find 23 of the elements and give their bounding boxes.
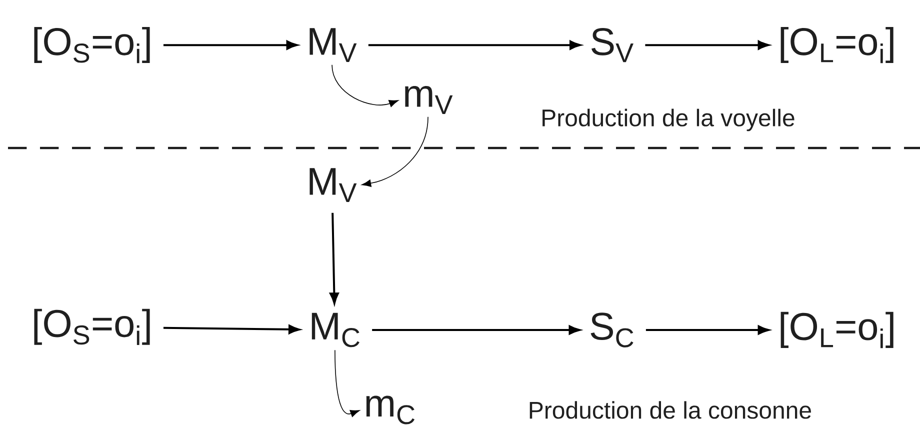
symbol-label: M$_{V}$ [310, 28, 357, 62]
symbol-label: [O$_{S}$=o$_{i}$] [34, 27, 150, 64]
curved-arrow [334, 350, 360, 418]
symbol-label: m$_{V}$ [405, 86, 453, 114]
symbol-label: S$_{C}$ [590, 312, 634, 348]
symbol-label: M$_{V}$ [310, 168, 357, 202]
curved-arrow [332, 64, 398, 108]
symbol-label: [O$_{L}$=o$_{i}$] [780, 312, 894, 348]
symbol-label: S$_{V}$ [592, 28, 634, 62]
symbol-label: m$_{C}$ [366, 396, 415, 424]
symbol-label: [O$_{L}$=o$_{i}$] [780, 27, 894, 64]
curved-arrow [362, 116, 428, 187]
arrow [368, 40, 581, 50]
symbol-label: M$_{C}$ [312, 312, 360, 348]
arrow [330, 212, 339, 304]
arrow [646, 325, 770, 335]
caption-text: Production de la voyelle [542, 108, 794, 132]
caption-text: Production de la consonne [530, 401, 811, 419]
arrow [163, 40, 298, 50]
arrow [163, 324, 300, 334]
arrow [372, 325, 580, 335]
arrow [645, 40, 770, 50]
symbol-label: [O$_{S}$=o$_{i}$] [34, 308, 150, 346]
